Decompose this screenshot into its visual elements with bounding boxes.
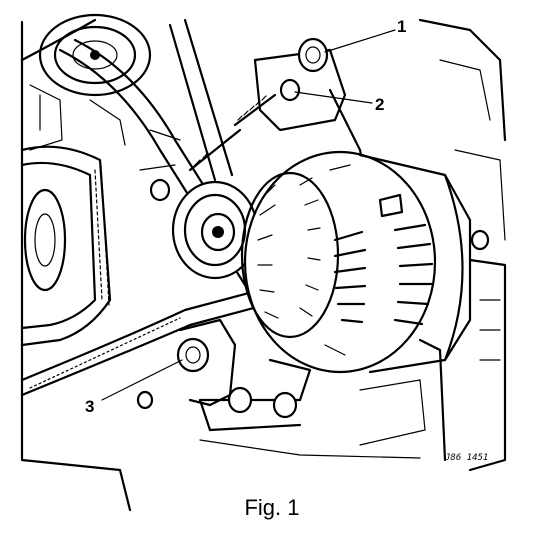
callout-2-label: 2: [375, 95, 384, 114]
engine-background: [20, 18, 507, 512]
cooling-slots: [333, 223, 434, 326]
crank-pulley: [20, 145, 112, 347]
callout-1-label: 1: [397, 17, 406, 36]
alternator: [240, 150, 472, 374]
bracket-bolts: [136, 178, 490, 419]
callout-1: 1: [324, 17, 406, 53]
callout-2: 2: [294, 91, 384, 114]
callout-3-label: 3: [85, 397, 94, 416]
bolt-1: [297, 37, 329, 73]
bolt-3: [176, 337, 210, 373]
reference-code: J86 1451: [444, 453, 488, 463]
bolt-2: [279, 78, 301, 102]
top-pulley: [38, 13, 152, 97]
figure-caption: Fig. 1: [244, 495, 300, 520]
callout-3: 3: [85, 359, 183, 416]
